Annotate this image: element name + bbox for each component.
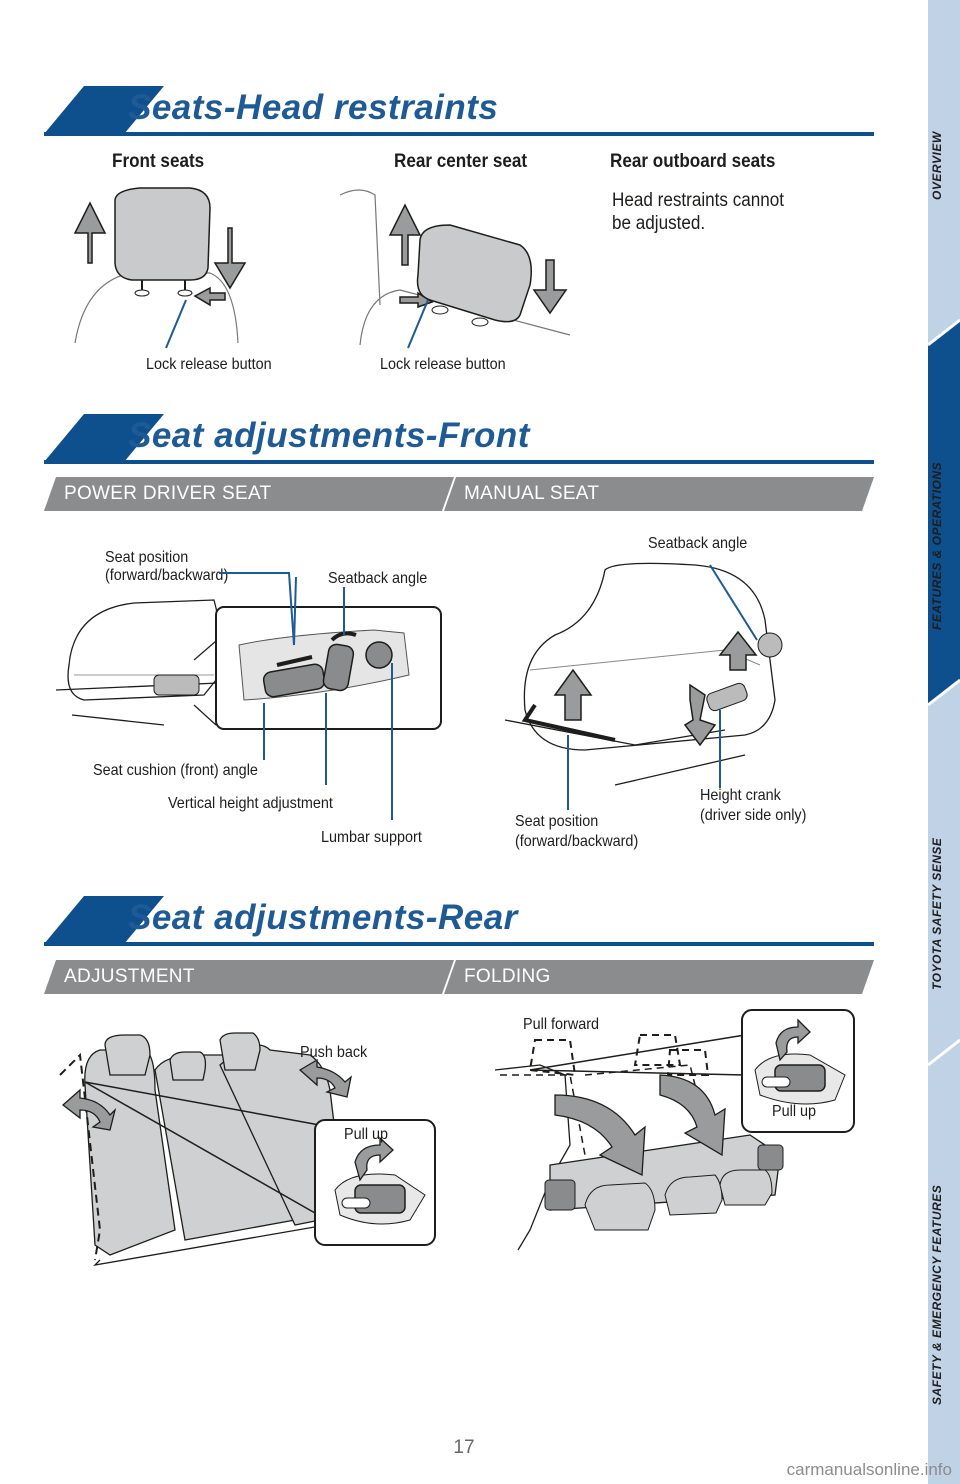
rear-center-seat-heading: Rear center seat — [394, 151, 528, 172]
leader-line — [165, 299, 187, 349]
lock-release-rear-label: Lock release button — [380, 356, 506, 373]
section-rule — [44, 460, 874, 464]
section-header-front: Seat adjustments-Front — [44, 414, 874, 464]
rear-adjust-pull-up-label: Pull up — [344, 1126, 389, 1143]
power-driver-seat-bar: POWER DRIVER SEAT — [44, 477, 454, 511]
height-crank-line1: Height crank — [700, 787, 781, 804]
manual-seat-illustration — [504, 562, 783, 810]
rear-center-head-restraint-illustration — [339, 189, 571, 346]
manual-seat-bar: MANUAL SEAT — [444, 477, 874, 511]
front-seats-heading: Front seats — [112, 151, 205, 172]
rear-folding-illustration — [494, 1009, 855, 1251]
arrow-up-icon — [553, 668, 593, 721]
nav-dividers — [928, 318, 960, 1067]
power-seat-illustration — [55, 572, 442, 820]
folding-bar: FOLDING — [444, 960, 874, 994]
rear-fold-pull-up-label: Pull up — [772, 1103, 817, 1120]
nav-tab-tss[interactable]: TOYOTA SAFETY SENSE — [928, 815, 960, 990]
arrow-up-icon — [73, 201, 107, 264]
arrow-up-icon — [388, 203, 422, 266]
nav-label-tss: TOYOTA SAFETY SENSE — [930, 837, 944, 990]
front-head-restraint-illustration — [73, 187, 247, 344]
watermark-text: carmanualsonline.info — [786, 1460, 952, 1479]
rear-outboard-seats-heading: Rear outboard seats — [610, 151, 776, 172]
lock-release-front-label: Lock release button — [146, 356, 272, 373]
rear-outboard-note-line2: be adjusted. — [612, 213, 706, 234]
side-nav — [928, 0, 960, 1484]
power-seat-position-line1: Seat position — [105, 549, 189, 566]
page-number: 17 — [453, 1437, 475, 1458]
manual-seat-position-line1: Seat position — [515, 813, 599, 830]
arrow-down-icon — [532, 259, 568, 315]
nav-label-overview: OVERVIEW — [930, 131, 944, 200]
section-rule — [44, 132, 874, 136]
push-back-label: Push back — [300, 1044, 368, 1061]
nav-label-safety: SAFETY & EMERGENCY FEATURES — [930, 1184, 944, 1405]
seat-cushion-angle-label: Seat cushion (front) angle — [93, 762, 258, 779]
rear-outboard-note-line1: Head restraints cannot — [612, 190, 785, 211]
nav-tab-features[interactable]: FEATURES & OPERATIONS — [928, 430, 960, 630]
section-header-head-restraints: Seats-Head restraints — [44, 86, 874, 136]
adjustment-bar: ADJUSTMENT — [44, 960, 454, 994]
section-title: Seats-Head restraints — [128, 88, 499, 127]
nav-tab-overview[interactable]: OVERVIEW — [928, 110, 960, 200]
section-header-rear: Seat adjustments-Rear — [44, 896, 874, 946]
lumbar-support-label: Lumbar support — [321, 829, 422, 846]
manual-seatback-angle-label: Seatback angle — [648, 535, 748, 552]
arrow-down-icon — [213, 227, 247, 290]
power-seat-position-line2: (forward/backward) — [105, 567, 229, 584]
section-rule — [44, 942, 874, 946]
section-title: Seat adjustments-Front — [128, 416, 530, 455]
manual-seat-position-line2: (forward/backward) — [515, 833, 639, 850]
height-crank-line2: (driver side only) — [700, 807, 807, 824]
pull-forward-label: Pull forward — [523, 1016, 600, 1033]
nav-label-features: FEATURES & OPERATIONS — [930, 461, 944, 630]
nav-tab-safety[interactable]: SAFETY & EMERGENCY FEATURES — [928, 1160, 960, 1405]
arrow-up-icon — [718, 630, 758, 671]
power-seatback-angle-label: Seatback angle — [328, 570, 428, 587]
section-title: Seat adjustments-Rear — [128, 898, 518, 937]
leader-line — [407, 299, 429, 349]
vertical-height-label: Vertical height adjustment — [168, 795, 333, 812]
rear-adjustment-illustration — [59, 1032, 436, 1266]
